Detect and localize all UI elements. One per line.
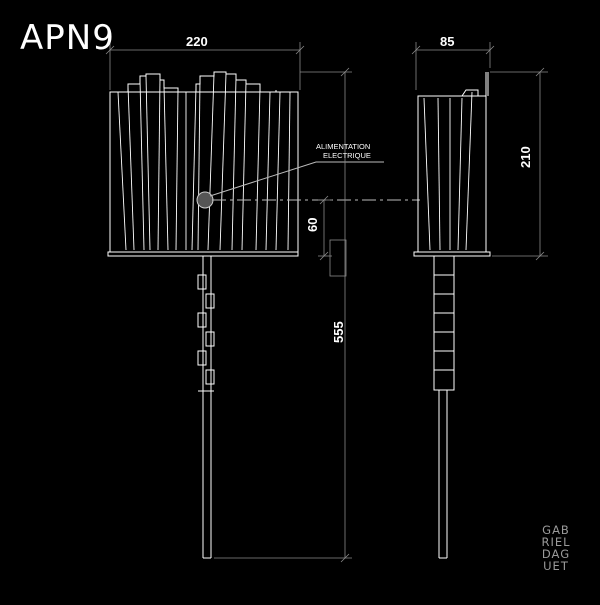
drawing-title: APN9 xyxy=(20,18,115,58)
annotation-leader xyxy=(209,161,384,197)
dim-label-width-front: 220 xyxy=(186,34,208,49)
dim-label-height-shade: 210 xyxy=(518,146,533,168)
dim-label-offset: 60 xyxy=(305,218,320,232)
side-base-plate xyxy=(413,251,491,257)
side-stem xyxy=(433,255,455,559)
logo-line: RIEL xyxy=(541,535,571,549)
front-view xyxy=(107,71,420,559)
front-shade-top-steps xyxy=(127,73,179,92)
side-shade-outline xyxy=(417,95,487,253)
dimension-lines xyxy=(105,42,548,563)
side-shade-top xyxy=(461,89,479,97)
logo-line: UET xyxy=(543,559,569,573)
designer-logo: GAB RIEL DAG UET xyxy=(536,524,576,572)
power-inlet-circle xyxy=(196,191,214,209)
front-shade-pleats xyxy=(117,73,291,251)
logo-line: DAG xyxy=(541,547,571,561)
annotation-line1: ALIMENTATION xyxy=(316,142,370,151)
side-shade-pleats xyxy=(423,91,473,251)
annotation-line2: ELECTRIQUE xyxy=(323,151,371,160)
dim-label-total-height: 555 xyxy=(331,321,346,343)
dim-label-width-side: 85 xyxy=(440,34,454,49)
front-base-plate xyxy=(107,251,299,257)
front-stem xyxy=(197,256,215,559)
side-view xyxy=(413,72,491,559)
logo-line: GAB xyxy=(542,523,570,537)
